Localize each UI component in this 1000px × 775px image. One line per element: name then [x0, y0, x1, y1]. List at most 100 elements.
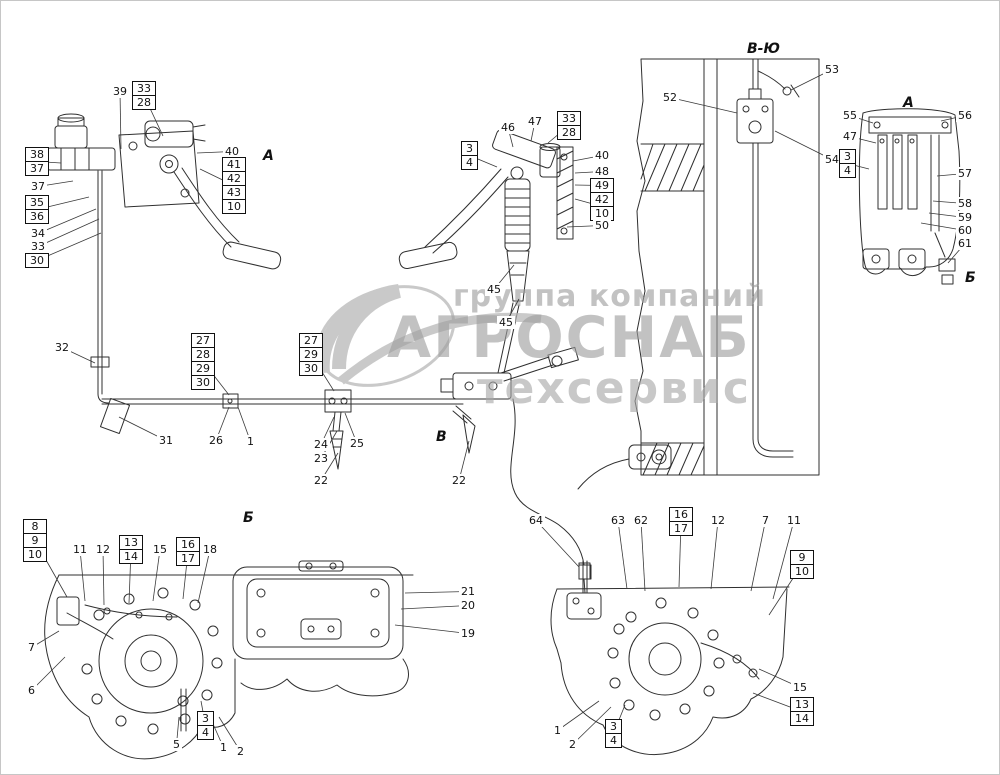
- callout-37: 37: [25, 161, 49, 176]
- callout-50: 50: [593, 219, 611, 232]
- callout-38: 38: [25, 147, 49, 162]
- callout-30: 30: [25, 253, 49, 268]
- callout-48: 48: [593, 165, 611, 178]
- callout-12: 12: [94, 543, 112, 556]
- callout-5: 5: [171, 738, 182, 751]
- callout-6: 6: [26, 684, 37, 697]
- callout-9: 9: [790, 550, 814, 565]
- callout-26: 26: [207, 434, 225, 447]
- callout-37: 37: [29, 180, 47, 193]
- callout-1: 1: [245, 435, 256, 448]
- callout-25: 25: [348, 437, 366, 450]
- callout-17: 17: [176, 551, 200, 566]
- callout-45: 45: [497, 316, 515, 329]
- callout-4: 4: [605, 733, 622, 748]
- callout-21: 21: [459, 585, 477, 598]
- callout-27: 27: [191, 333, 215, 348]
- callout-7: 7: [760, 514, 771, 527]
- callout-35: 35: [25, 195, 49, 210]
- callout-47: 47: [526, 115, 544, 128]
- callout-1: 1: [552, 724, 563, 737]
- callout-64: 64: [527, 514, 545, 527]
- callout-49: 49: [590, 178, 614, 193]
- callout-28: 28: [191, 347, 215, 362]
- callout-8: 8: [23, 519, 47, 534]
- callout-43: 43: [222, 185, 246, 200]
- callout-15: 15: [791, 681, 809, 694]
- callout-45: 45: [485, 283, 503, 296]
- callout-19: 19: [459, 627, 477, 640]
- callout-63: 63: [609, 514, 627, 527]
- callout-10: 10: [590, 206, 614, 221]
- view-label-В: В: [436, 429, 447, 445]
- callout-39: 39: [111, 85, 129, 98]
- callout-12: 12: [709, 514, 727, 527]
- callout-4: 4: [197, 725, 214, 740]
- callout-61: 61: [956, 237, 974, 250]
- view-label-Б: Б: [965, 270, 976, 286]
- callout-16: 16: [669, 507, 693, 522]
- callout-54: 54: [823, 153, 841, 166]
- callout-23: 23: [312, 452, 330, 465]
- callout-36: 36: [25, 209, 49, 224]
- callout-40: 40: [223, 145, 241, 158]
- callout-33: 33: [132, 81, 156, 96]
- callout-3: 3: [461, 141, 478, 156]
- callout-4: 4: [461, 155, 478, 170]
- callout-59: 59: [956, 211, 974, 224]
- callout-10: 10: [222, 199, 246, 214]
- callout-31: 31: [157, 434, 175, 447]
- callout-22: 22: [312, 474, 330, 487]
- callout-32: 32: [53, 341, 71, 354]
- callout-11: 11: [71, 543, 89, 556]
- callout-13: 13: [119, 535, 143, 550]
- callout-4: 4: [839, 163, 856, 178]
- callout-46: 46: [499, 121, 517, 134]
- callout-3: 3: [197, 711, 214, 726]
- callout-3: 3: [839, 149, 856, 164]
- callout-14: 14: [790, 711, 814, 726]
- callout-22: 22: [450, 474, 468, 487]
- callout-29: 29: [299, 347, 323, 362]
- callout-41: 41: [222, 157, 246, 172]
- callout-30: 30: [191, 375, 215, 390]
- callout-62: 62: [632, 514, 650, 527]
- callout-20: 20: [459, 599, 477, 612]
- callout-16: 16: [176, 537, 200, 552]
- callout-33: 33: [29, 240, 47, 253]
- callout-55: 55: [841, 109, 859, 122]
- callout-13: 13: [790, 697, 814, 712]
- callout-14: 14: [119, 549, 143, 564]
- callout-2: 2: [567, 738, 578, 751]
- callout-52: 52: [661, 91, 679, 104]
- callout-57: 57: [956, 167, 974, 180]
- callout-34: 34: [29, 227, 47, 240]
- callout-28: 28: [557, 125, 581, 140]
- view-label-Б: Б: [243, 510, 254, 526]
- callout-29: 29: [191, 361, 215, 376]
- callout-28: 28: [132, 95, 156, 110]
- callout-42: 42: [222, 171, 246, 186]
- callout-30: 30: [299, 361, 323, 376]
- callout-18: 18: [201, 543, 219, 556]
- callout-10: 10: [790, 564, 814, 579]
